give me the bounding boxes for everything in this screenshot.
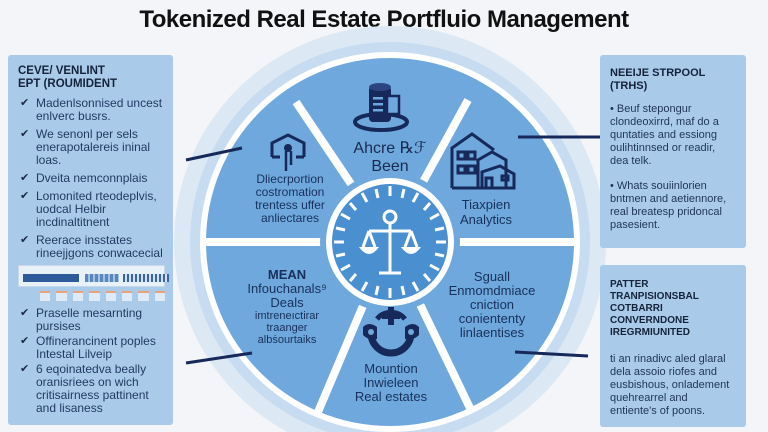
checkmark-icon: ✔ (20, 335, 30, 347)
scales-of-justice-icon (359, 209, 421, 275)
left-panel-list-top: ✔Madenlsonnised uncest enlverc busrs. ✔W… (18, 97, 165, 260)
checkmark-icon: ✔ (20, 97, 30, 109)
token-block (72, 291, 84, 301)
checkmark-icon: ✔ (20, 128, 30, 140)
token-blocks-graphic (18, 291, 165, 301)
segment-top-label[interactable]: Ahcre ℞ℱ Been (330, 140, 450, 176)
right-bottom-paragraph: ti an rinadivc aled glaral dela assoio r… (610, 353, 730, 417)
segment-bottom-left-line5: traanger (266, 322, 308, 334)
segment-bottom-right-line4: coniententy (458, 311, 526, 326)
segment-top-left-label[interactable]: Dliecrportion costromation trentess uffe… (240, 173, 340, 225)
token-block (138, 291, 149, 301)
token-block (154, 291, 165, 301)
right-bottom-panel-heading: PATTER TRANPISIONSBAL COTBARRI CONVERNDO… (610, 279, 699, 338)
segment-bottom-right-label[interactable]: Sguall Enmomdmiace cniction coniententy … (432, 270, 552, 340)
segment-bottom-line1: Mountion (364, 361, 418, 376)
segment-top-left-line1: Dliecrportion (256, 172, 324, 186)
list-item: ✔We senonl per sels enerapotalereis inin… (20, 127, 151, 167)
segment-top-left-line4: anliectares (260, 211, 320, 225)
checkmark-icon: ✔ (20, 307, 30, 319)
checkmark-icon: ✔ (20, 190, 30, 202)
segment-top-right-line2: Analytics (459, 212, 513, 227)
list-item: ✔Offinerancinent poples Intestal Lilveip (20, 334, 156, 361)
segment-bottom-left-label[interactable]: MEAN Infouchanals⁹ Deals imtreneıctirar … (232, 267, 342, 347)
left-panel-heading-line2: EPT (ROUMIDENT (18, 78, 118, 90)
left-panel-heading-line1: CEVE/ VENLINT (18, 65, 105, 77)
segment-bottom-left-line4: imtreneıctirar (254, 310, 320, 322)
segment-top-left-line2: costromation (255, 185, 325, 199)
checkmark-icon: ✔ (20, 172, 30, 184)
checkmark-icon: ✔ (20, 234, 30, 246)
list-item: ✔Praselle mesarnting pursises (20, 306, 143, 333)
handshake-cycle-icon (363, 307, 419, 357)
right-bottom-info-panel: PATTER TRANPISIONSBAL COTBARRI CONVERNDO… (600, 265, 746, 427)
list-item: ✔Reerace insstates rineejjgons conwaceci… (20, 233, 163, 260)
left-panel-heading: CEVE/ VENLINT EPT (ROUMIDENT (18, 65, 165, 91)
segment-bottom-left-line3: Deals (270, 295, 304, 310)
segment-bottom-left-line6: albṡourtaiks (257, 334, 317, 346)
segment-bottom-right-line3: cniction (469, 297, 515, 312)
right-top-panel-heading: NEEIJE STRPOOL (TRHS) (610, 67, 706, 92)
token-block (89, 291, 100, 301)
token-block (105, 291, 116, 301)
mini-data-table-graphic (18, 265, 169, 287)
list-item: ✔6 eqoinatedva beally oranisriees on wic… (20, 362, 149, 415)
segment-bottom-right-line2: Enmomdmiace (448, 283, 536, 298)
buildings-icon (450, 132, 516, 190)
table-bar (123, 274, 169, 282)
segment-bottom-label[interactable]: Mountion Inwieleen Real estates (336, 362, 446, 404)
list-item: ✔Dveita nemconnplais (20, 171, 148, 185)
table-bar (23, 274, 79, 282)
segment-top-right-line1: Tiaxpien (461, 197, 511, 212)
segment-top-line2: Been (371, 158, 409, 175)
segment-bottom-right-line1: Sguall (473, 269, 511, 284)
token-block (56, 291, 67, 301)
list-item: ✔Madenlsonnised uncest enlverc busrs. (20, 96, 163, 123)
token-block (121, 291, 133, 301)
segment-bottom-line3: Real estates (354, 389, 428, 404)
list-item: ✔Lomonited rteodeplvis, uodcal Helbir in… (20, 189, 157, 229)
right-top-paragraph: • Beuf stepongur clondeoxirrd, maf do a … (610, 103, 719, 167)
checkmark-icon: ✔ (20, 363, 30, 375)
segment-bottom-left-line2: Infouchanals⁹ (247, 281, 327, 296)
left-info-panel: CEVE/ VENLINT EPT (ROUMIDENT ✔Madenlsonn… (8, 55, 173, 425)
right-top-paragraph: • Whats souiinlorien bntmen and aetienno… (610, 180, 727, 231)
segment-top-left-line3: trentess uffer (255, 198, 325, 212)
segment-bottom-left-line1: MEAN (267, 267, 307, 282)
table-bar (85, 274, 119, 282)
left-panel-list-bottom: ✔Praselle mesarnting pursises ✔Offineran… (18, 307, 165, 415)
segment-bottom-line2: Inwieleen (363, 375, 419, 390)
database-token-icon (353, 83, 409, 132)
segment-top-line1: Ahcre ℞ℱ (353, 140, 427, 157)
token-block (40, 291, 51, 301)
house-location-icon (270, 133, 306, 171)
right-top-info-panel: NEEIJE STRPOOL (TRHS) • Beuf stepongur c… (600, 55, 746, 248)
segment-bottom-right-line5: linlaentises (459, 325, 525, 340)
segment-top-right-label[interactable]: Tiaxpien Analytics (436, 197, 536, 227)
